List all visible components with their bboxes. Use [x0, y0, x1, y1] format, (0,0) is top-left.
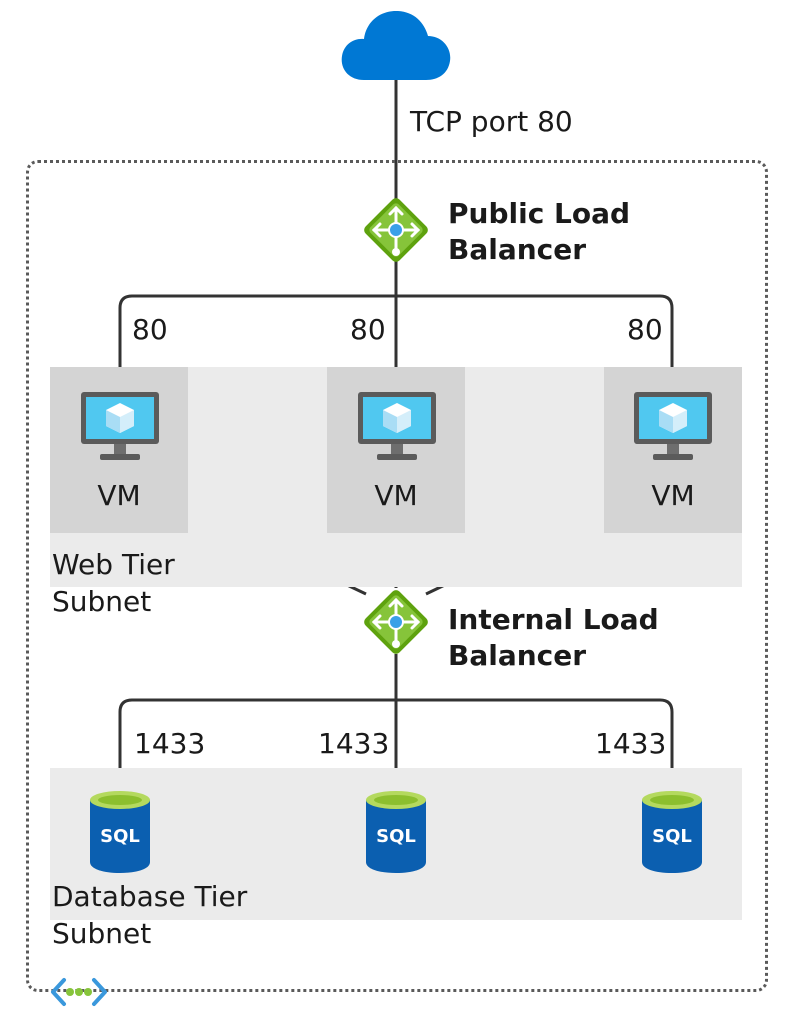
- vm-label: VM: [97, 479, 141, 512]
- sql-database-label: SQL: [100, 826, 140, 847]
- db-port-label: 1433: [318, 727, 390, 760]
- sql-database-label: SQL: [652, 826, 692, 847]
- internal-load-balancer-icon: [364, 590, 428, 654]
- web-tier-subnet-label: Web Tier Subnet: [52, 548, 175, 618]
- sql-database-icon: SQL: [640, 790, 704, 874]
- virtual-network-boundary: [26, 160, 768, 992]
- web-port-label: 80: [350, 313, 386, 346]
- db-port-label: 1433: [134, 727, 206, 760]
- virtual-machine-icon: [358, 392, 436, 460]
- ingress-port-label: TCP port 80: [410, 105, 573, 138]
- database-tier-subnet-label: Database Tier Subnet: [52, 880, 248, 950]
- virtual-machine-icon: [634, 392, 712, 460]
- sql-database-icon: SQL: [88, 790, 152, 874]
- vm-label: VM: [651, 479, 695, 512]
- internal-load-balancer-label: Internal Load Balancer: [448, 603, 659, 672]
- public-load-balancer-label: Public Load Balancer: [448, 197, 631, 266]
- public-load-balancer-icon: [364, 198, 428, 262]
- sql-database-icon: SQL: [364, 790, 428, 874]
- sql-database-label: SQL: [376, 826, 416, 847]
- web-port-label: 80: [132, 313, 168, 346]
- cloud-icon: [341, 10, 451, 81]
- vm-label: VM: [374, 479, 418, 512]
- db-port-label: 1433: [595, 727, 667, 760]
- web-port-label: 80: [627, 313, 663, 346]
- virtual-machine-icon: [81, 392, 159, 460]
- virtual-network-icon: [51, 978, 107, 1006]
- db-tier-bus: [118, 698, 674, 795]
